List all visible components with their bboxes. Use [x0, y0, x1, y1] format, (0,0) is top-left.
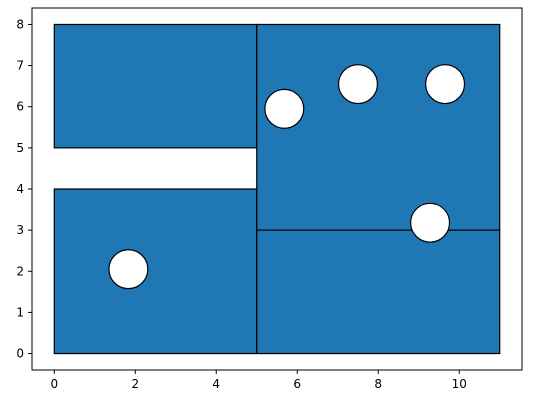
circle-2: [264, 88, 305, 129]
circle-1: [108, 249, 149, 290]
y-tick-label: 6: [16, 100, 24, 114]
y-tick-label: 5: [16, 141, 24, 155]
x-tick-label: 4: [212, 377, 220, 391]
y-tick-label: 3: [16, 223, 24, 237]
rectangle-2: [53, 188, 258, 355]
plot-area: [53, 23, 501, 355]
x-axis: 0 2 4 6 8 10: [50, 370, 467, 391]
circle-5: [410, 202, 451, 243]
y-tick-label: 2: [16, 264, 24, 278]
y-axis: 0 1 2 3 4 5 6 7 8: [16, 17, 32, 361]
circle-4: [425, 64, 466, 105]
circle-3: [337, 64, 379, 105]
y-tick-label: 0: [16, 347, 24, 361]
y-tick-label: 8: [16, 17, 24, 31]
y-tick-label: 7: [16, 59, 24, 73]
y-tick-label: 1: [16, 305, 24, 319]
x-tick-label: 2: [131, 377, 139, 391]
x-tick-label: 10: [452, 377, 467, 391]
y-tick-label: 4: [16, 182, 24, 196]
x-tick-label: 8: [374, 377, 382, 391]
rectangle-1: [53, 23, 258, 149]
x-tick-label: 0: [50, 377, 58, 391]
rectangle-3: [256, 23, 501, 231]
x-tick-label: 6: [293, 377, 301, 391]
rectangle-4: [256, 229, 501, 355]
